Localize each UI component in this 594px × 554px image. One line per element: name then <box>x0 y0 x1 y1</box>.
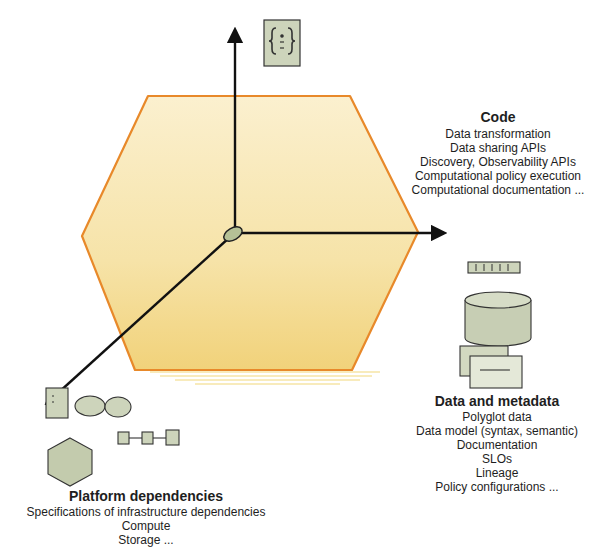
data-icons <box>460 262 531 388</box>
origin-dot <box>221 224 244 244</box>
list-item: Specifications of infrastructure depende… <box>27 506 266 519</box>
list-item: Polyglot data <box>462 411 531 424</box>
list-item: Data transformation <box>445 128 550 141</box>
axis-arrows <box>47 30 444 403</box>
list-item: Lineage <box>476 467 519 480</box>
list-item: SLOs <box>482 453 512 466</box>
list-item: Discovery, Observability APIs <box>420 156 576 169</box>
list-item: Storage ... <box>118 534 173 547</box>
group-heading: Data and metadata <box>435 394 559 409</box>
group-heading: Platform dependencies <box>69 489 223 504</box>
list-item: Data model (syntax, semantic) <box>416 425 578 438</box>
platform-icons <box>46 388 179 486</box>
list-item: Compute <box>122 520 171 533</box>
list-item: Computational policy execution <box>415 170 581 183</box>
list-item: Policy configurations ... <box>435 481 558 494</box>
code-icon <box>264 20 300 66</box>
group-heading: Code <box>481 110 516 125</box>
ground-scribble <box>150 372 380 384</box>
list-item: Computational documentation ... <box>412 184 585 197</box>
list-item: Documentation <box>457 439 538 452</box>
list-item: Data sharing APIs <box>450 142 546 155</box>
